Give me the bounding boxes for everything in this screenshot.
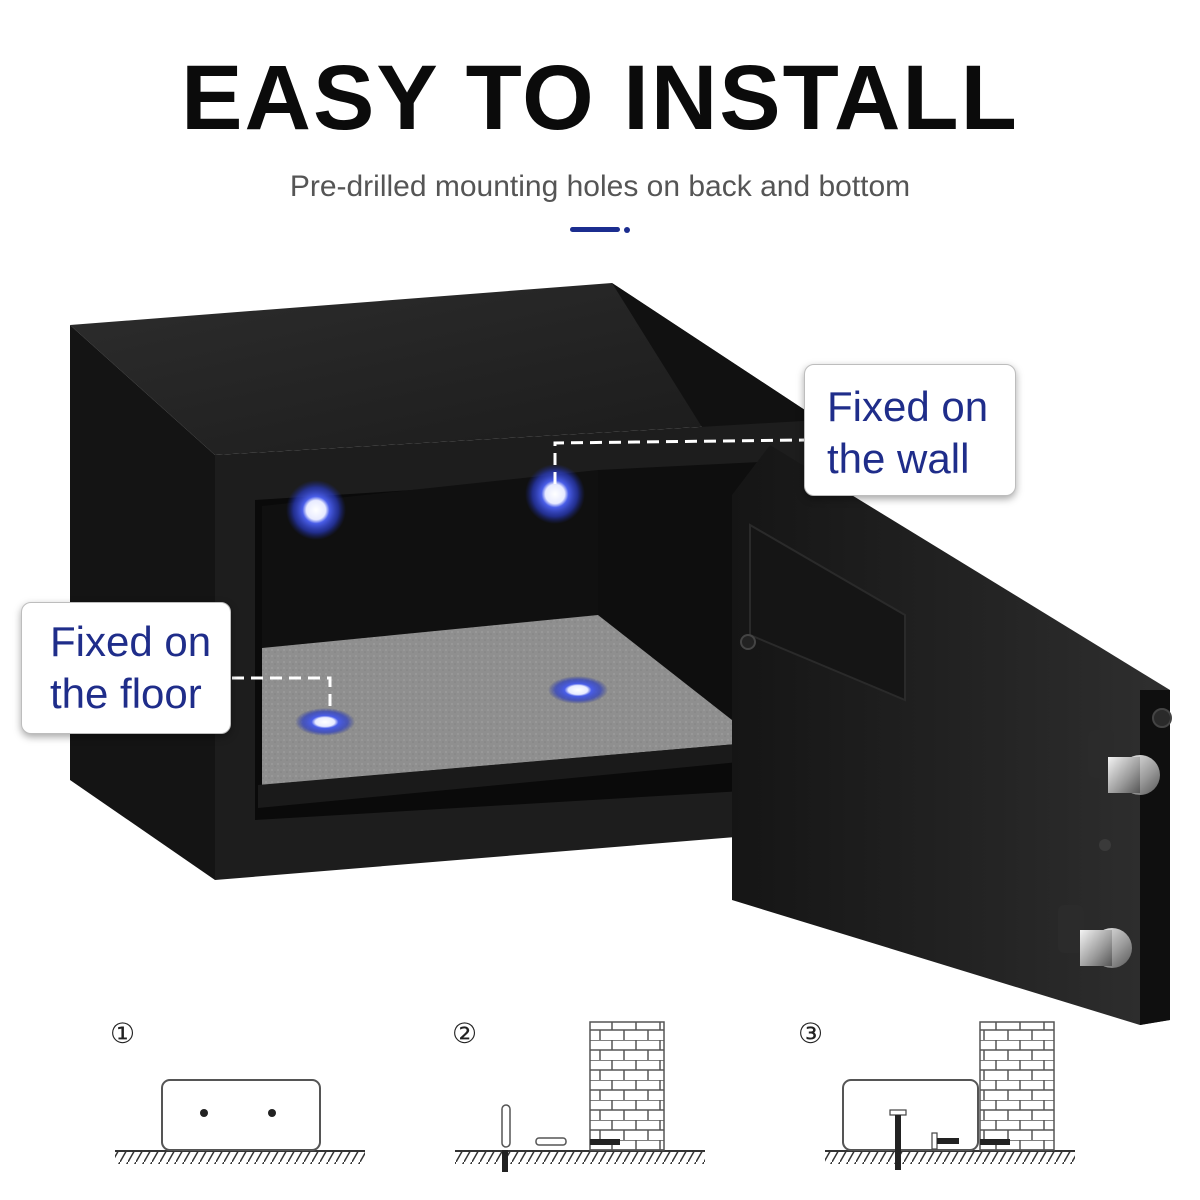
hatched-ground-icon — [825, 1152, 1075, 1164]
mounting-hole-icon — [525, 464, 585, 524]
wall-callout-line1: Fixed on — [827, 383, 989, 430]
door-bolt — [1058, 905, 1132, 968]
page-subtitle: Pre-drilled mounting holes on back and b… — [289, 170, 911, 203]
brick-wall-icon — [589, 1021, 665, 1151]
safe-back-wall — [262, 470, 598, 648]
floor-leader-line — [232, 676, 332, 712]
mounting-hole-icon — [286, 480, 346, 540]
step-3-number: ③ — [798, 1017, 824, 1050]
felt-floor — [262, 615, 760, 785]
accent-dot — [624, 227, 630, 233]
bolt-icon — [931, 1132, 938, 1150]
safe-outline — [161, 1079, 321, 1151]
step-1-number: ① — [110, 1017, 136, 1050]
mounting-hole-icon — [548, 676, 608, 704]
bolt-icon — [501, 1104, 511, 1148]
step-1-diagram — [115, 1079, 365, 1164]
step-2-number: ② — [452, 1017, 478, 1050]
safe-outline — [842, 1079, 979, 1151]
step-2-diagram — [455, 1021, 705, 1172]
bolt-icon — [535, 1137, 567, 1146]
wall-leader-line — [553, 438, 806, 484]
safe-front-lip — [258, 742, 760, 808]
door-screw — [1099, 839, 1111, 851]
hatched-ground-icon — [115, 1152, 365, 1164]
brick-wall-icon — [979, 1021, 1055, 1151]
floor-callout-line2: the floor — [50, 670, 202, 717]
mounting-hole-icon — [295, 708, 355, 736]
page-title: EASY TO INSTALL — [181, 47, 1019, 149]
bolt-icon — [889, 1109, 907, 1116]
safe-top — [70, 283, 820, 455]
wall-callout-line2: the wall — [827, 435, 970, 482]
door-screw — [1152, 708, 1172, 728]
hatched-ground-icon — [455, 1152, 705, 1164]
door-bolt — [1088, 730, 1160, 795]
floor-callout-line1: Fixed on — [50, 618, 212, 665]
door-battery-cover — [749, 523, 906, 702]
wall-callout: Fixed on the wall — [804, 364, 1016, 496]
floor-callout: Fixed on the floor — [21, 602, 231, 734]
door-screw — [740, 634, 756, 650]
step-3-diagram — [825, 1021, 1075, 1170]
safe-inner-right-wall — [598, 462, 760, 742]
accent-bar — [570, 227, 620, 232]
